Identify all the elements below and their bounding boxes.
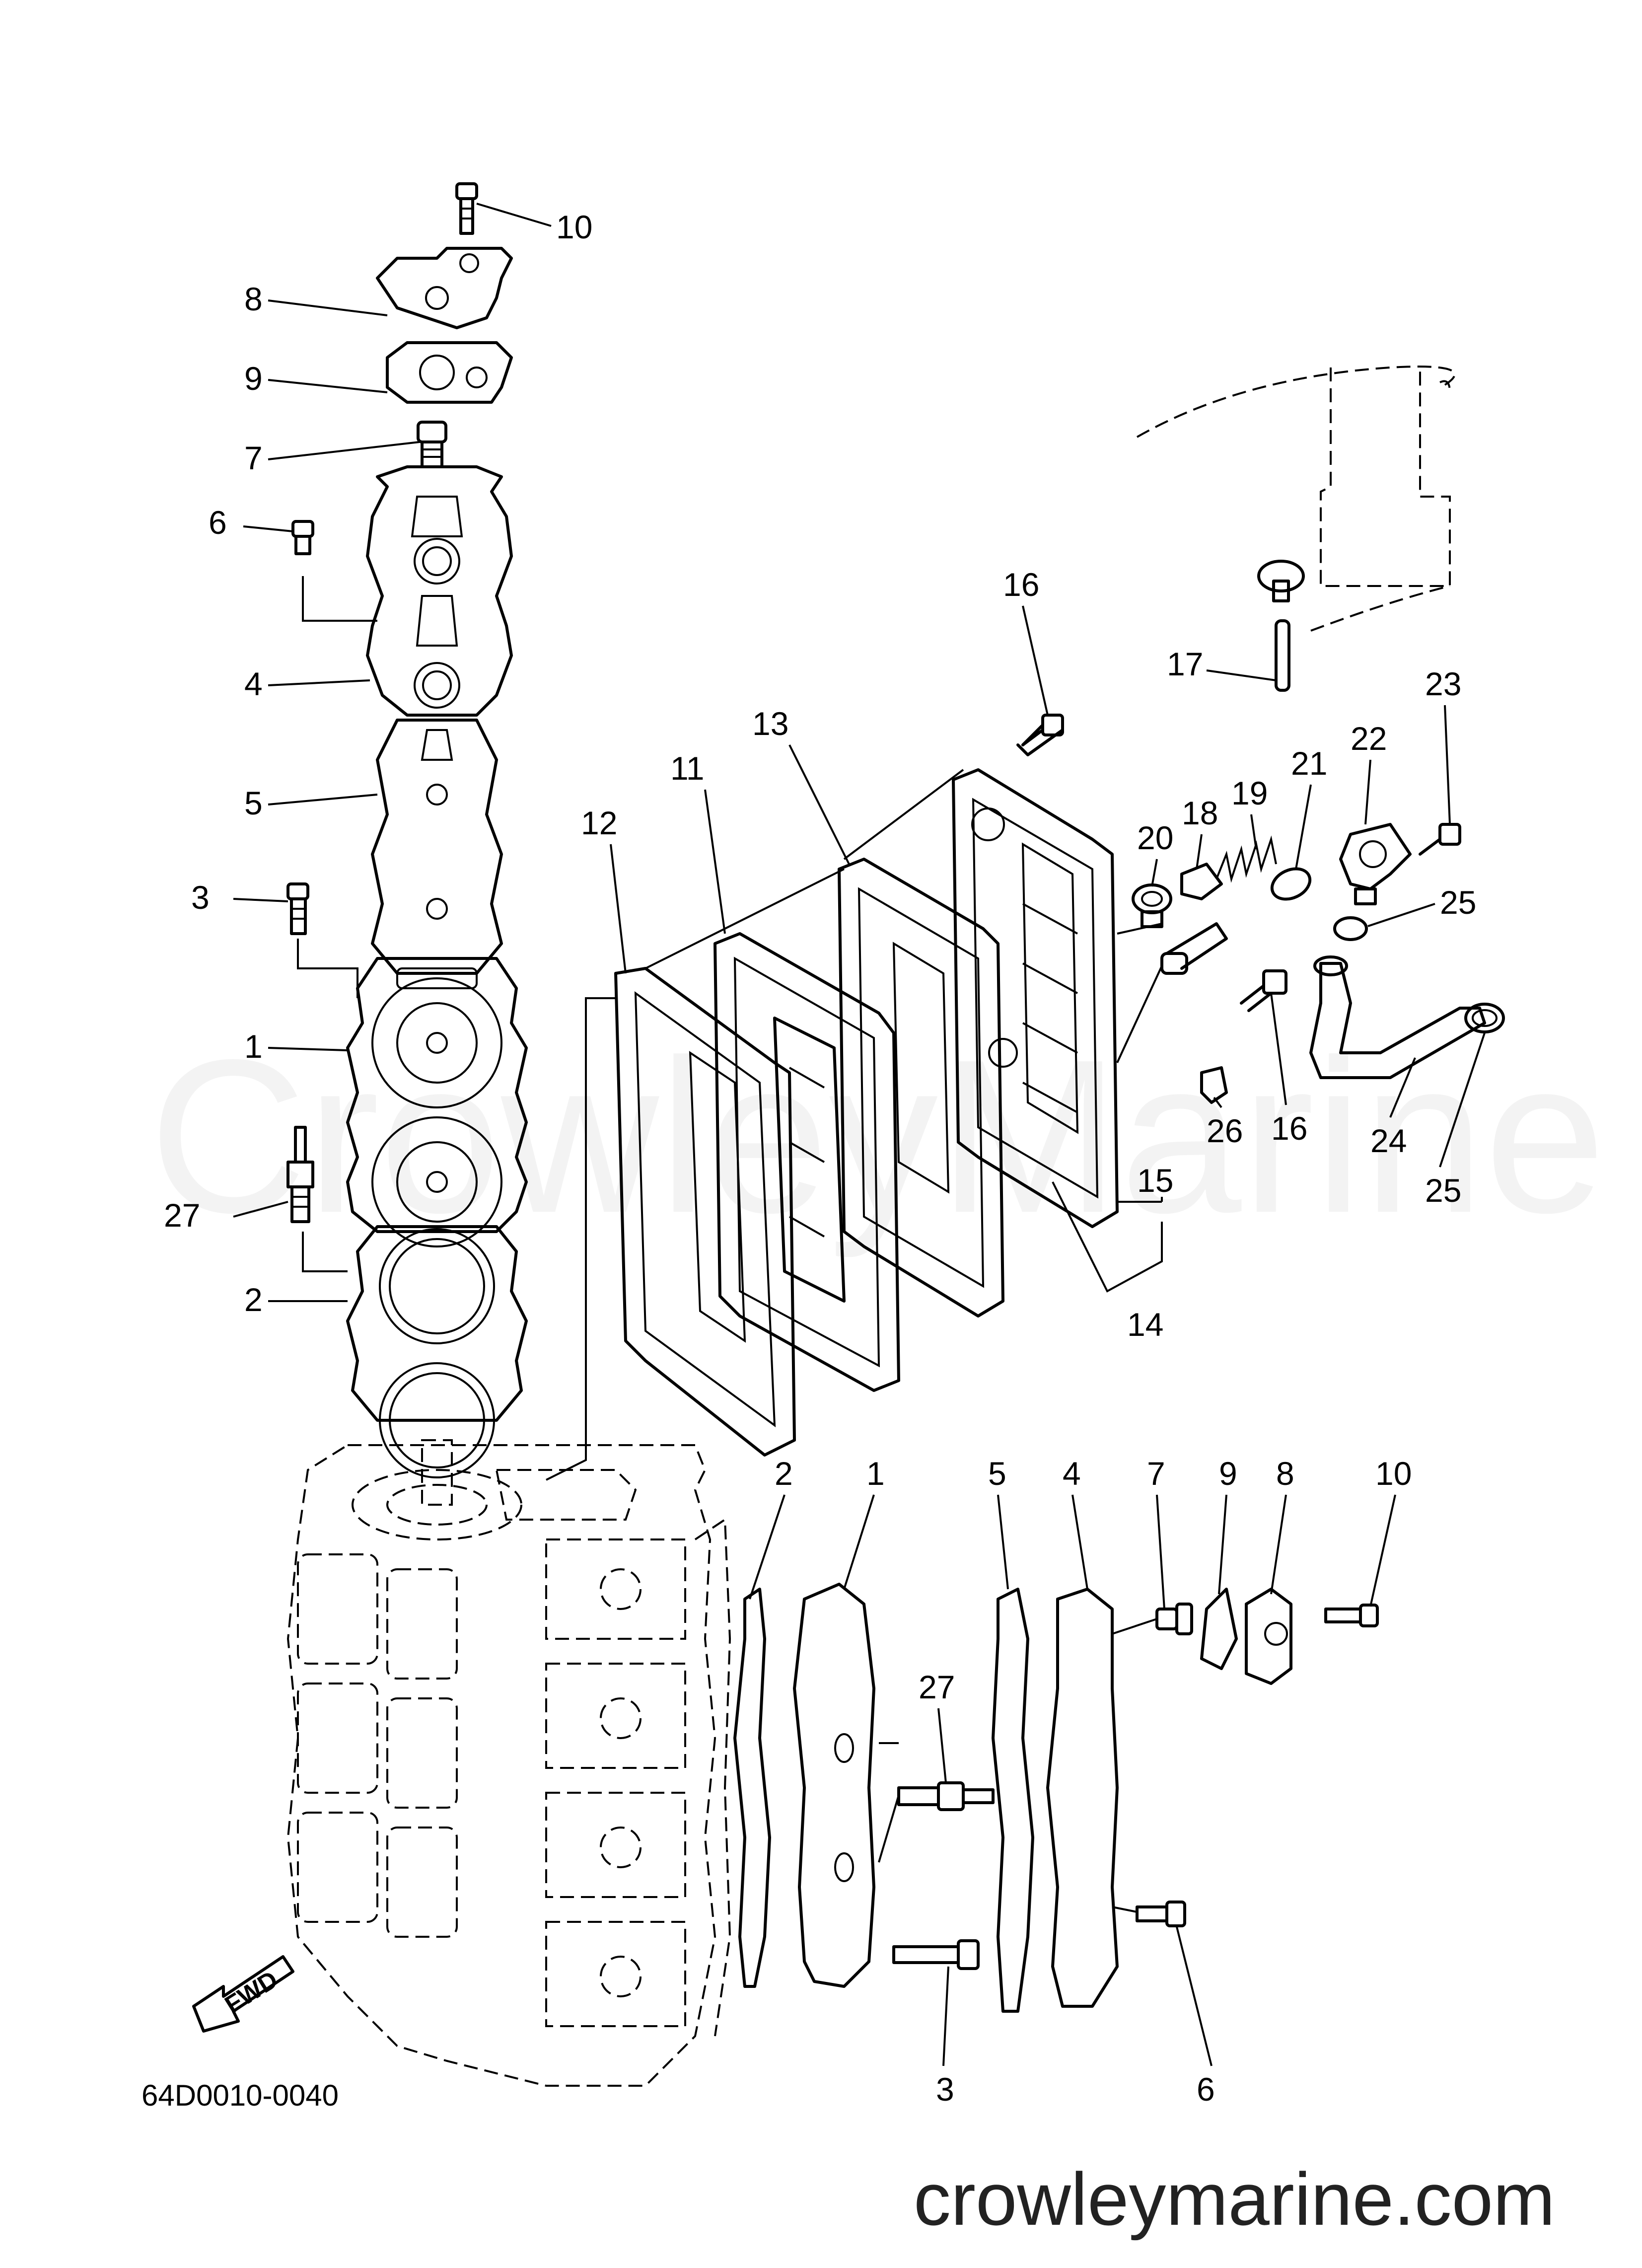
callout-7-low: 7 [1147,1455,1165,1492]
head-cover-4-top [366,465,513,717]
clamp-25-b [1464,1003,1505,1033]
callout-13: 13 [752,705,788,742]
callout-2-low: 2 [775,1455,793,1492]
valve-18 [1180,863,1223,900]
exhaust-cover-14 [952,768,1119,1228]
cover-8-top [376,247,513,329]
valve-7-side [1155,1603,1193,1635]
website-url: crowleymarine.com [914,2157,1555,2241]
cylinder-head-1-side [793,1583,875,1988]
callout-26: 26 [1207,1112,1243,1149]
callout-18: 18 [1182,795,1218,831]
head-cover-4-side [1046,1588,1119,2008]
head-gasket-2-top [346,1225,528,1478]
callout-9-low: 9 [1219,1455,1237,1492]
callout-9-top: 9 [244,360,263,397]
housing-22 [1339,823,1412,905]
callout-10-top: 10 [556,209,592,245]
callout-8-top: 8 [244,281,263,317]
spark-plug-27-top [286,1126,314,1223]
bolt-6-side [1136,1901,1186,1927]
callout-15: 15 [1137,1162,1173,1199]
gasket-5-side [992,1588,1034,2013]
callout-3-top: 3 [191,879,210,916]
bolt-10-side [1324,1604,1379,1627]
callout-27-top: 27 [164,1197,200,1234]
spark-plug-27-side [897,1781,995,1811]
spring-19 [1215,835,1277,883]
gasket-13 [838,858,1004,1317]
callout-23: 23 [1425,665,1461,702]
head-gasket-2-side [733,1588,771,1988]
leader-lines [233,203,1486,2066]
cover-8-side [1245,1588,1292,1685]
callout-4-low: 4 [1063,1455,1081,1492]
thermostat-cover-20 [1132,883,1172,928]
gasket-12 [614,967,796,1457]
callout-27-low: 27 [919,1669,955,1705]
callout-11: 11 [670,750,705,787]
callout-22: 22 [1351,720,1387,757]
callout-10-low: 10 [1375,1455,1412,1492]
stud-3-top [286,882,309,935]
bolt-10-top [455,182,478,235]
callout-16-a: 16 [1003,566,1039,603]
callout-24: 24 [1370,1122,1407,1159]
bolt-6-top [291,520,314,555]
callout-25-a: 25 [1440,884,1476,921]
callout-3-low: 3 [936,2071,954,2108]
cylinder-head-1-top [346,957,528,1247]
callout-7-top: 7 [244,439,263,476]
gasket-21 [1270,867,1312,901]
callout-5-low: 5 [988,1455,1006,1492]
bolt-16-top [1016,714,1064,756]
callout-1-top: 1 [244,1028,263,1065]
callout-21: 21 [1291,745,1327,782]
bolt-16-lower [1240,969,1287,1012]
gasket-5-top [371,719,503,975]
callout-14: 14 [1127,1306,1163,1343]
bolt-23 [1419,823,1461,856]
callouts: 10 8 9 7 6 4 5 3 1 27 2 16 13 11 12 17 2… [164,209,1476,2108]
callout-17: 17 [1167,646,1203,682]
engine-block [286,1439,731,2087]
callout-6-top: 6 [209,504,227,541]
fwd-arrow-icon: FWD [192,1955,294,2033]
callout-2-top: 2 [244,1281,263,1318]
callout-4-top: 4 [244,665,263,702]
clip-26 [1200,1066,1228,1104]
callout-8-low: 8 [1276,1455,1294,1492]
callout-20: 20 [1137,819,1173,856]
hose-17 [1257,560,1305,692]
part-code: 64D0010-0040 [142,2079,339,2112]
callout-6-low: 6 [1197,2071,1215,2108]
hose-24 [1309,955,1486,1079]
engine-outline-ref [1137,366,1456,632]
callout-16-b: 16 [1271,1110,1307,1147]
callout-19: 19 [1231,775,1268,811]
callout-1-low: 1 [866,1455,885,1492]
pipe-15-a [1160,922,1228,975]
callout-5-top: 5 [244,785,263,821]
valve-7-top [417,421,447,468]
callout-12: 12 [581,805,617,841]
gasket-9-top [386,341,513,404]
fwd-label: FWD [220,1965,283,2019]
manifold-11 [714,932,900,1392]
gasket-9-side [1200,1588,1238,1670]
callout-25-b: 25 [1425,1172,1461,1209]
clamp-25-a [1333,916,1368,941]
stud-3-side [892,1939,980,1970]
